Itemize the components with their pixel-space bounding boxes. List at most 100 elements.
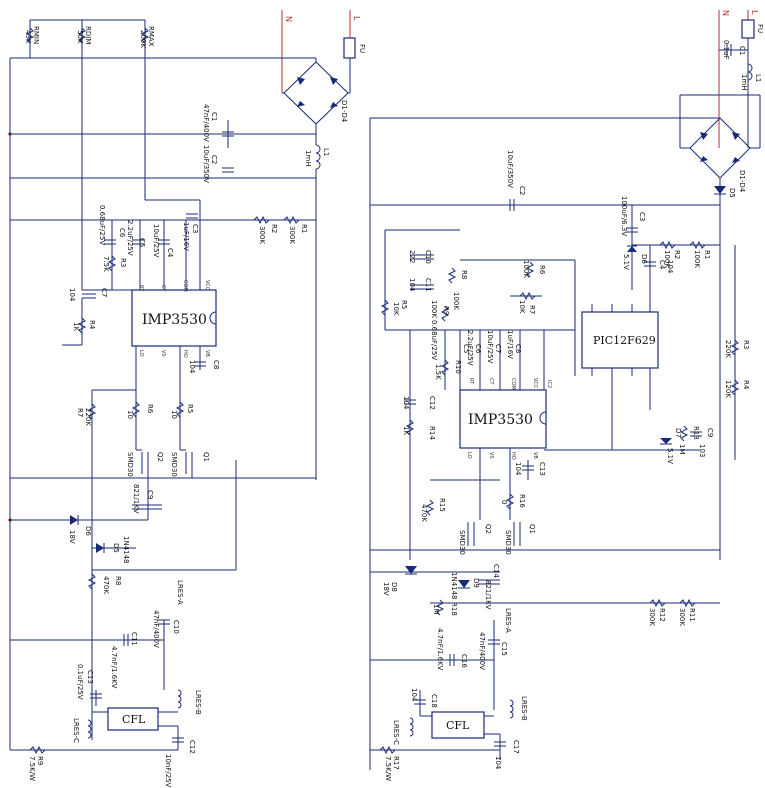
left-r9-val: 7.5K/W [28,756,36,781]
right-c13-ref: C13 [538,462,546,476]
left-r2-val: 300K [258,226,266,244]
left-c10-val: 47nF/400V [152,610,160,648]
right-d7-val: 5.1V [666,448,674,464]
right-r5-ref: R5 [400,300,408,309]
left-rmin-val: 43K [24,30,32,44]
right-r9-ref: R9 [442,306,450,315]
right-r12-ref: R12 [658,608,666,622]
right-d5-ref: D5 [728,188,736,198]
left-mains-n: N [284,16,293,22]
right-ic-pin-ct: CT [488,378,494,385]
left-ic-pin-vs: VS [160,350,166,357]
left-q2-val: SMD30 [126,452,134,477]
right-r14-ref: R14 [428,426,436,440]
right-bridge-label: D1-D4 [738,170,746,193]
right-r13-ref: R13 [692,426,700,440]
right-q2: Q2 SMD30 [458,522,492,555]
right-r1-val: 100K [693,250,701,268]
left-r8-ref: R8 [114,576,122,585]
left-q2: Q2 SMD30 [126,449,164,477]
left-c6-ref: C6 [118,228,126,238]
right-mains-n: N [721,10,730,16]
left-c9-val: 821/1KV [132,484,140,514]
right-ic-imp3530: IMP3530 IC2 RT CT COM VCC LO VS HO VB [459,378,552,460]
left-d6-val: 18V [68,530,76,544]
right-r8-val: 100K [452,292,460,310]
right-lres-c: LRES-C [392,720,400,745]
left-ic-pin-ho: HO [182,350,188,358]
left-r6-val: 10 [126,410,134,419]
right-c1-ref: C1 [738,46,746,55]
right-ic-pin-lo: LO [466,452,472,459]
right-ic-label: IC2 [546,380,552,388]
left-cfl [107,707,159,731]
right-lres-b: LRES-B [520,696,528,721]
left-c13-ref: C13 [86,670,94,684]
right-r15-ref: R15 [438,498,446,512]
right-c4-ref: C4 [658,260,666,270]
left-d6-ref: D6 [84,526,92,536]
right-cfl-label: CFL [446,719,470,732]
left-c1-val: 47nF/400V [202,104,210,142]
left-lres-a: LRES-A [176,580,184,605]
right-r2-val: 100K [663,250,671,268]
right-c14-ref: C14 [492,564,500,578]
right-c17-ref: C17 [512,740,520,754]
left-r8-val: 470K [102,576,110,594]
left-fuse-label: FU [358,44,366,53]
left-c6-val: 0.68uF/25V [98,205,106,245]
left-circuit: N L FU D1-D4 RMIN 43K RDIM 50K [8,10,366,788]
right-mains-l: L [750,10,759,15]
left-rmax-ref: RMAX [147,26,155,47]
right-c5-ref: C5 [462,344,470,353]
left-c5-ref: C5 [138,238,146,247]
left-ic-pin-vcc: VCC [204,280,210,291]
right-r6-ref: R6 [538,265,546,275]
left-r7-ref: R7 [76,408,84,417]
right-c12-ref: C12 [428,396,436,410]
left-c2-val: 10uF/350V [202,145,210,183]
right-mcu-label: PIC12F629 [593,334,656,347]
right-c10-ref: C10 [424,250,432,264]
right-r17-ref: R17 [392,756,400,770]
right-r15-val: 470K [420,504,428,522]
right-c9-ref: C9 [706,428,714,437]
right-c18-val: 104 [410,688,418,702]
right-r7-val: 10K [518,300,526,314]
right-q2-val: SMD30 [458,530,466,555]
right-r11-val: 300K [678,608,686,626]
left-c11-val: 4.7nF/1.6KV [110,646,118,689]
left-c8-ref: C8 [212,360,220,369]
right-r9-val: 100K [430,300,438,318]
right-r11-ref: R11 [688,608,696,622]
right-r6-val: 100K [522,260,530,278]
left-mains-l: L [352,16,361,21]
right-r1-ref: R1 [703,250,711,259]
left-lres-c: LRES-C [72,718,80,743]
right-r4-val: 120K [724,380,732,398]
right-r12-val: 300K [648,608,656,626]
right-r5-val: 10K [392,302,400,316]
right-ic-pin-vcc: VCC [532,378,538,389]
right-c5-val: 0.68uF/25V [430,320,438,360]
right-ic-pin-com: COM [510,378,516,390]
right-q2-ref: Q2 [484,524,492,534]
right-c7-val: 10uF/25V [486,330,494,364]
right-c16-val: 4.7nF/1.6KV [436,628,444,671]
left-rmin-ref: RMIN [32,26,40,44]
left-r2-ref: R2 [270,224,278,233]
left-r4-ref: R4 [88,320,96,330]
right-r17-val: 7.5K/W [384,756,392,781]
left-ic-imp3530: IMP3530 RT CT COM VCC LO VS HO VB [131,280,217,358]
left-l1-val: 1mH [304,150,312,167]
left-q1: Q1 SMD30 [170,449,210,477]
right-r8-ref: R8 [460,270,468,279]
right-d9-val: 1N4148 [450,572,458,600]
right-r16-ref: R16 [518,494,526,508]
right-r3-ref: R3 [742,340,750,349]
left-c1-ref: C1 [210,112,218,121]
left-r3-val: 7.5K [102,256,110,272]
left-c10-ref: C10 [172,620,180,634]
left-c8-val: 104 [188,360,196,374]
